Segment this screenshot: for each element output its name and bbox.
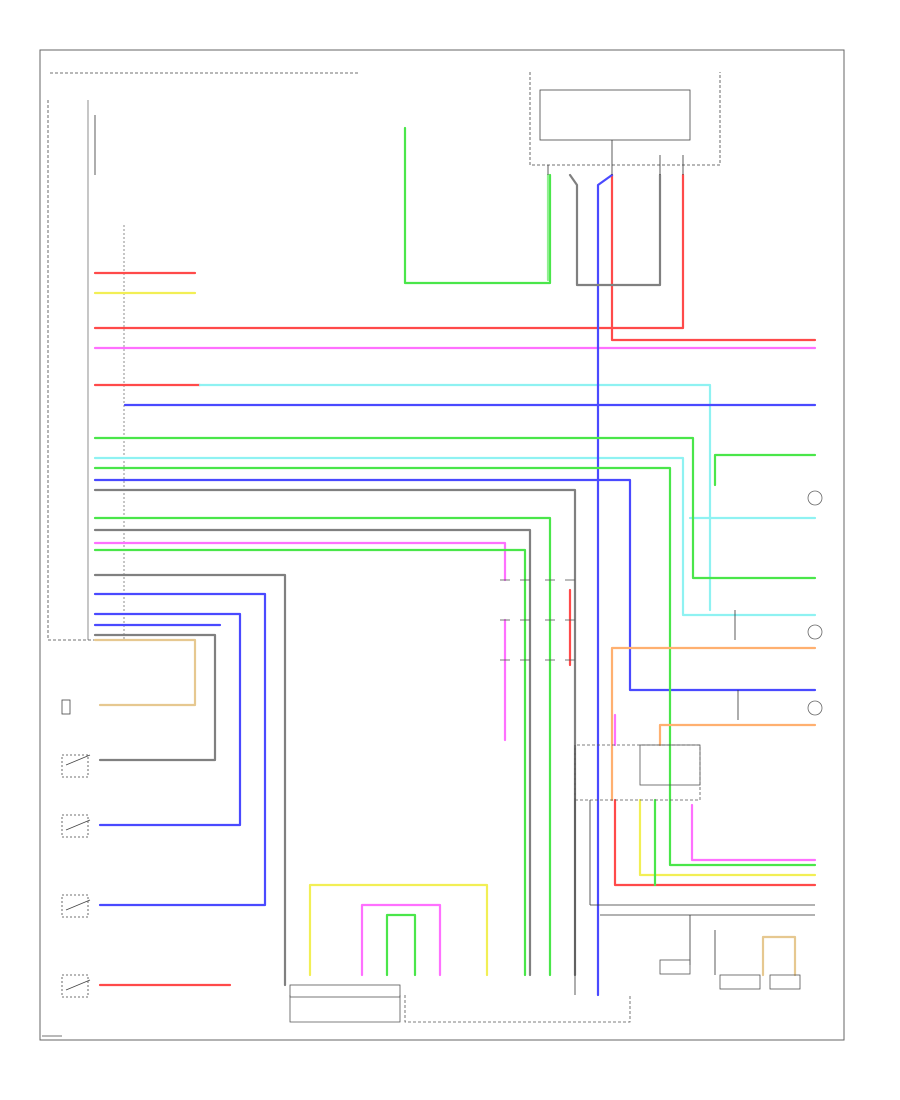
diagram-frame [39,49,845,1041]
top-switch-box [529,72,721,166]
wire-green-6 [385,913,417,977]
wire-cyan-1 [198,383,712,612]
wire-blue-4 [93,592,267,907]
component-boxes [289,744,801,1023]
lamp-symbols [807,490,823,716]
wire-blue-3 [93,478,817,692]
wire-green-3 [93,516,552,977]
wire-grey-4 [93,633,217,762]
left-ecu-box [47,100,125,641]
wire-grey-1 [568,173,662,287]
wire-yellow-3 [638,798,817,877]
wire-blue-2 [596,173,614,997]
wire-tan-1 [93,638,197,707]
wire-yellow-2 [308,883,489,977]
wire-green-2 [93,436,817,580]
wire-red-6 [613,798,817,887]
wire-grey-2 [93,528,532,977]
wire-cyan-2 [93,456,817,617]
wire-pink-2 [93,541,507,582]
wire-orange-1 [610,646,817,802]
wire-grey-5 [93,488,577,977]
wire-red-3 [610,173,817,342]
wire-tan-2 [761,935,797,977]
wire-green-7 [713,453,817,487]
wire-grey-3 [93,573,287,987]
wire-green-1 [403,126,552,285]
thin-wires [94,115,815,995]
switch-symbols [61,699,91,998]
wire-green-4 [93,548,527,977]
wire-pink-5 [690,803,817,862]
wire-pink-4 [360,903,442,977]
wire-blue-5 [93,612,242,827]
wire-red-2 [93,173,685,330]
connector-markers [500,579,575,661]
wire-green-5 [93,466,817,867]
wire-orange-2 [658,723,817,747]
